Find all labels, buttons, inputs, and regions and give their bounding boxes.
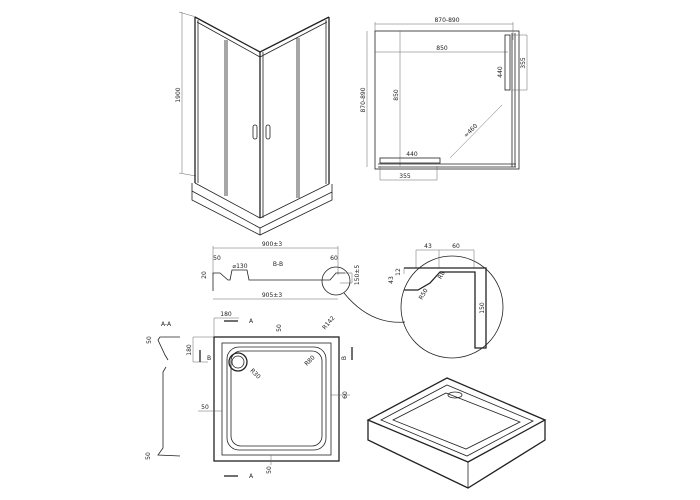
cabin-perspective: 1900	[175, 11, 333, 236]
door-handle-left	[252, 124, 258, 140]
detail-view: 43 60 12 43 R8 R50 150	[388, 243, 504, 359]
drain-icon	[228, 352, 248, 372]
drain-icon-3d	[447, 391, 463, 399]
plan-door-right: 440	[497, 66, 504, 78]
plan-width-inner: 850	[436, 45, 448, 52]
bb-top-width: 900±3	[262, 241, 282, 248]
plan-depth-outer: 870-890	[360, 87, 367, 112]
bb-bottom-width: 905±3	[262, 292, 282, 299]
detail-height: 150	[479, 302, 486, 314]
aa-top: 50	[146, 336, 153, 344]
tray-perspective	[366, 377, 547, 489]
tray-drain-radius: R30	[248, 367, 261, 380]
tray-plan: 180 A A 50 R142 180 B B R80 R30 50 60 50	[186, 311, 353, 480]
cabin-height-label: 1900	[175, 87, 182, 102]
plan-door-bottom: 440	[406, 151, 418, 158]
tray-radius-outer: R142	[321, 315, 337, 332]
tray-rim-bottom: 50	[266, 466, 273, 474]
tray-section-a-top: A	[249, 318, 254, 325]
tray-rim-top: 50	[276, 324, 283, 332]
bb-left-small: 20	[201, 271, 208, 279]
bb-right-rim: 60	[330, 255, 338, 262]
bb-title: B-B	[273, 261, 283, 268]
section-aa: A-A 50 50	[145, 321, 181, 460]
aa-title: A-A	[161, 321, 172, 328]
bb-left-rim: 50	[213, 255, 221, 262]
aa-bottom: 50	[145, 452, 152, 460]
plan-depth-inner: 850	[393, 89, 400, 101]
tray-180-top: 180	[220, 311, 232, 318]
detail-radius-small: R8	[437, 270, 447, 281]
bb-drain: ⌀130	[232, 263, 247, 270]
plan-door-bottom-fixed: 355	[399, 173, 411, 180]
detail-12: 12	[395, 268, 402, 276]
door-handle-right	[265, 124, 271, 140]
tray-section-b-left: B	[207, 355, 211, 362]
plan-width-outer: 870-890	[434, 17, 459, 24]
bb-height: 150±5	[354, 265, 361, 285]
detail-43-top: 43	[424, 243, 432, 250]
tray-180-side: 180	[186, 344, 193, 356]
detail-60-top: 60	[452, 243, 460, 250]
tray-section-b-right: B	[341, 356, 348, 360]
detail-43-side: 43	[388, 276, 395, 284]
plan-door-right-fixed: 355	[520, 57, 527, 69]
tray-radius-inner: R80	[303, 354, 316, 367]
plan-view: 870-890 850 850 870-890 440 355 ≈460 440…	[360, 17, 528, 181]
section-bb: 900±3 B-B 50 ⌀130 60 20 150±5 905±3	[201, 241, 406, 323]
detail-callout-circle	[321, 266, 351, 296]
tray-section-a-bottom: A	[249, 473, 254, 480]
tray-rim-left: 50	[201, 404, 209, 411]
